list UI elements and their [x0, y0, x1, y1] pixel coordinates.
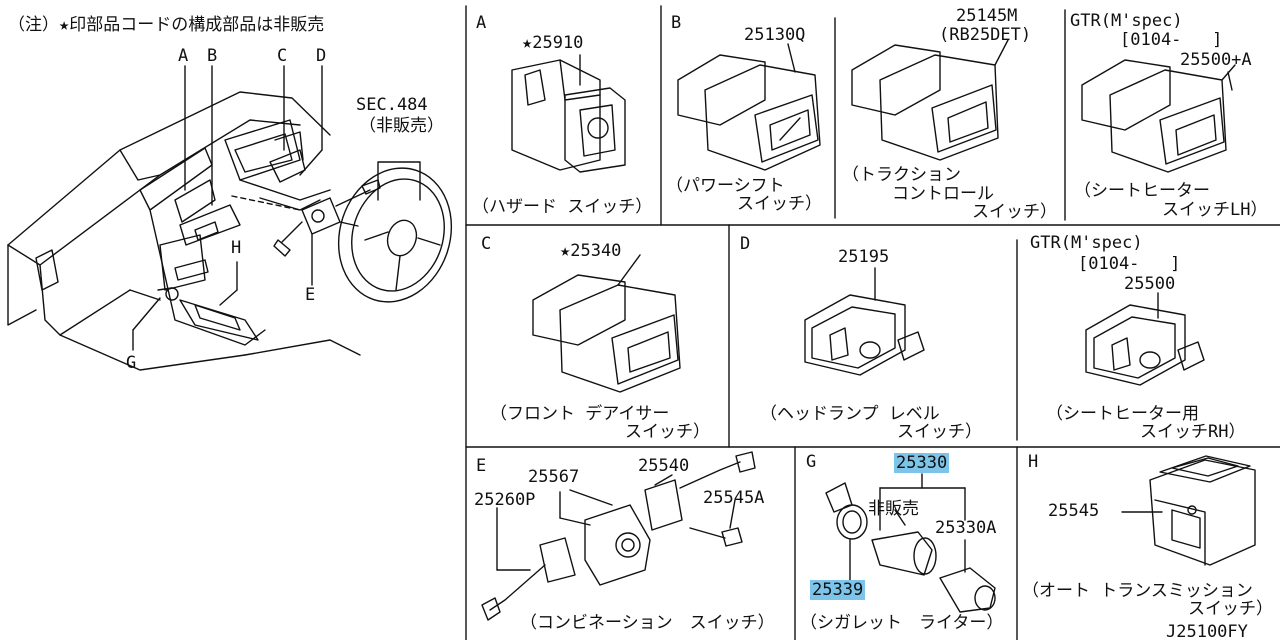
hazard-switch-drawing [511, 59, 626, 173]
part-number-25340[interactable]: ★25340 [560, 241, 622, 261]
callout-h: H [231, 238, 242, 258]
part-number-25330a[interactable]: 25330A [935, 518, 997, 538]
caption-at-switch-1: （オート トランスミッション [1022, 581, 1253, 601]
combination-switch-drawing [481, 451, 756, 621]
panel-d-letter: D [740, 234, 751, 254]
callout-d: D [316, 46, 327, 66]
part-number-25130q[interactable]: 25130Q [744, 25, 806, 45]
callout-a: A [178, 46, 189, 66]
seat-heater-rh-drawing [1085, 292, 1205, 386]
caption-seat-heater-lh-2: スイッチLH） [1162, 200, 1268, 220]
panel-h-letter: H [1028, 452, 1039, 472]
panel-c-letter: C [481, 234, 492, 254]
caption-power-shift-1: （パワーシフト [666, 176, 785, 196]
figure-id: J25100FY [1166, 622, 1248, 642]
caption-headlamp-level-2: スイッチ） [897, 422, 982, 442]
power-shift-switch-drawing [677, 54, 821, 171]
part-number-25330[interactable]: 25330 [894, 453, 950, 473]
part-number-25910[interactable]: ★25910 [522, 33, 584, 53]
gtr-lh-period: [0104- ] [1120, 30, 1223, 50]
part-number-25339[interactable]: 25339 [810, 580, 866, 600]
panel-b-letter: B [671, 13, 682, 33]
part-number-25500[interactable]: 25500 [1124, 274, 1176, 294]
gtr-rh-period: [0104- ] [1078, 254, 1181, 274]
section-ref: SEC.484 [356, 95, 428, 115]
legend-note: （注）★印部品コードの構成部品は非販売 [8, 15, 325, 35]
at-switch-drawing [1121, 455, 1256, 566]
callout-b: B [207, 46, 218, 66]
dashboard-drawing [7, 91, 361, 371]
part-number-25145m[interactable]: 25145M [956, 6, 1018, 26]
caption-seat-heater-lh-1: （シートヒーター [1074, 181, 1210, 201]
callout-g: G [126, 353, 137, 373]
caption-front-deicer-2: スイッチ） [625, 422, 710, 442]
caption-power-shift-2: スイッチ） [737, 194, 822, 214]
caption-traction-1: （トラクション [842, 165, 961, 185]
variant-rb25det: (RB25DET) [939, 25, 1032, 45]
gtr-lh-title: GTR(M'spec) [1070, 11, 1183, 31]
part-number-25567[interactable]: 25567 [528, 467, 580, 487]
overview-leaders [132, 65, 323, 351]
part-number-25540[interactable]: 25540 [638, 456, 690, 476]
callout-c: C [277, 46, 288, 66]
steering-wheel [337, 161, 453, 303]
panel-g-letter: G [806, 452, 817, 472]
callout-e: E [305, 285, 316, 305]
caption-traction-3: スイッチ） [972, 202, 1057, 222]
not-sold-label: 非販売 [868, 499, 919, 519]
cigarette-lighter-drawing [825, 473, 996, 613]
combination-switch-overview [231, 179, 381, 286]
part-number-25339-highlight: 25339 [810, 580, 866, 600]
panel-grid [465, 5, 1280, 640]
caption-seat-heater-rh-2: スイッチRH） [1140, 422, 1246, 442]
caption-seat-heater-rh-1: （シートヒーター用 [1046, 404, 1199, 424]
caption-traction-2: コントロール [892, 184, 994, 204]
part-number-25195[interactable]: 25195 [838, 247, 890, 267]
caption-headlamp-level-1: （ヘッドランプ レベル [760, 404, 940, 424]
headlamp-level-switch-drawing [804, 267, 925, 376]
caption-combination-switch: （コンビネーション スイッチ） [520, 613, 775, 633]
part-number-25545a[interactable]: 25545A [703, 488, 765, 508]
seat-heater-lh-drawing [1081, 59, 1236, 173]
part-number-25260p[interactable]: 25260P [474, 490, 536, 510]
traction-switch-drawing [851, 39, 1009, 161]
gtr-rh-title: GTR(M'spec) [1030, 233, 1143, 253]
panel-a-letter: A [476, 13, 487, 33]
part-number-25545[interactable]: 25545 [1048, 501, 1100, 521]
part-number-25500-a[interactable]: 25500+A [1180, 50, 1252, 70]
caption-front-deicer-1: （フロント デアイサー [490, 404, 670, 424]
panel-e-letter: E [476, 456, 487, 476]
part-leaders [579, 43, 1233, 91]
front-deicer-switch-drawing [532, 254, 681, 393]
caption-cigarette-lighter: （シガレット ライター） [800, 613, 1004, 633]
section-note: （非販売） [359, 116, 444, 136]
caption-hazard-switch: （ハザード スイッチ） [472, 197, 653, 217]
caption-at-switch-2: スイッチ） [1188, 599, 1273, 619]
part-number-25330-highlight: 25330 [894, 453, 950, 473]
